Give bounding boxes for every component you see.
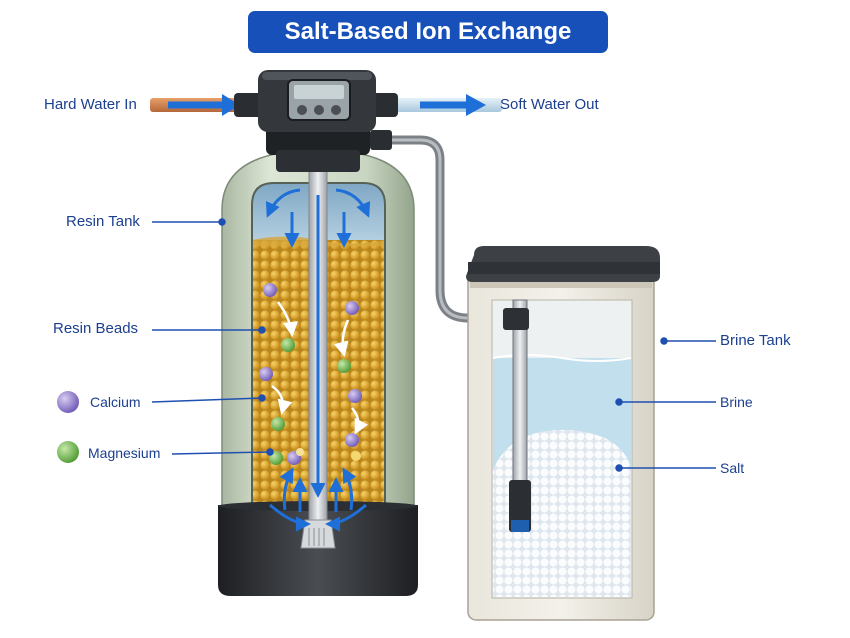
label-soft-water-out: Soft Water Out — [500, 96, 599, 113]
label-brine: Brine — [720, 394, 753, 410]
brine-tank — [466, 246, 660, 620]
outlet-arrow-icon — [420, 94, 486, 116]
diagram-title: Salt-Based Ion Exchange — [248, 11, 608, 53]
magnesium-ion-icon — [57, 441, 79, 463]
inlet-arrow-icon — [168, 94, 240, 116]
label-brine-tank: Brine Tank — [720, 332, 791, 349]
calcium-ion-icon — [57, 391, 79, 413]
label-calcium: Calcium — [90, 394, 141, 410]
label-resin-beads: Resin Beads — [53, 320, 138, 337]
label-magnesium: Magnesium — [88, 445, 160, 461]
label-resin-tank: Resin Tank — [66, 213, 140, 230]
label-hard-water-in: Hard Water In — [44, 96, 137, 113]
label-salt: Salt — [720, 460, 744, 476]
